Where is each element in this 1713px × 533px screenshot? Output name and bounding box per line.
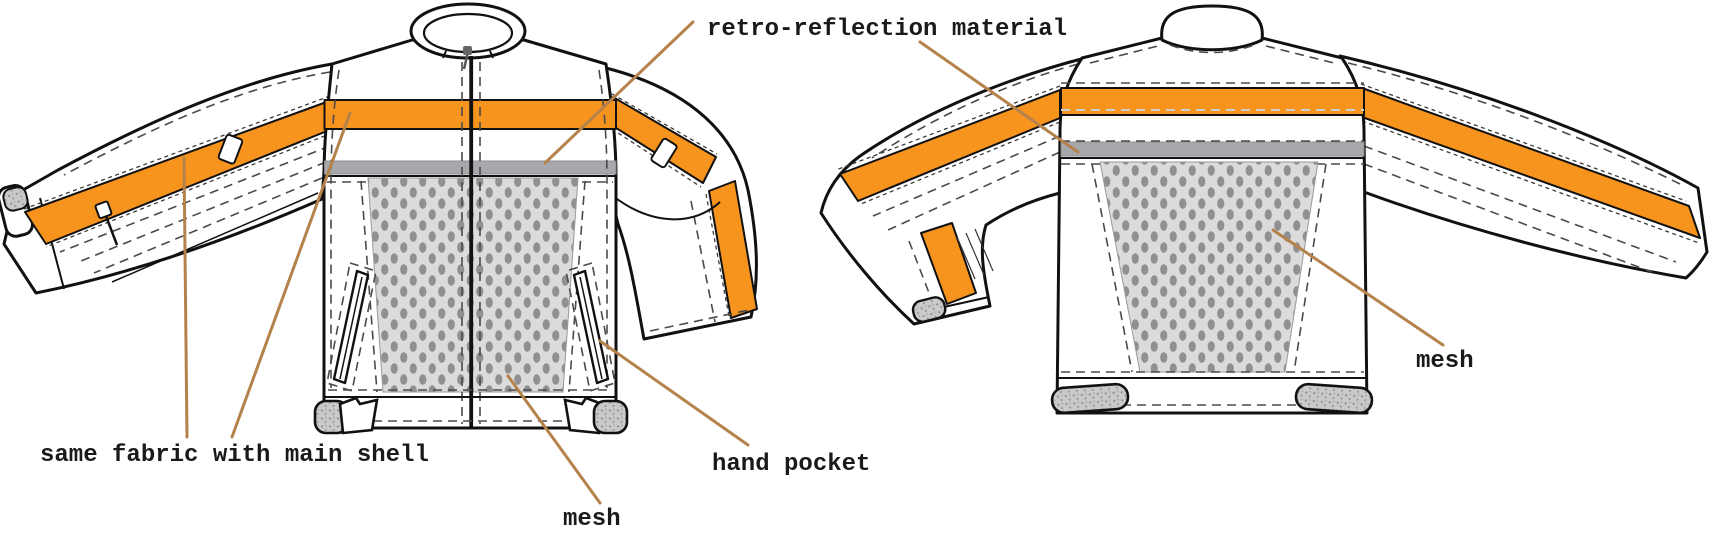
stitch-line [23, 95, 331, 210]
label-hand-pocket: hand pocket [712, 451, 870, 478]
back-right-sleeve-seam-dash [1363, 145, 1677, 263]
stitch-line [611, 93, 718, 155]
front-left-sleeve-top-stitch [63, 71, 331, 176]
back-left-elbow-fold-hatch [956, 228, 994, 280]
label-same-fabric-with-main-shell: same fabric with main shell [40, 442, 429, 469]
front-right-pocket-zip-line [579, 276, 603, 380]
front-view-illustration [0, 2, 758, 435]
label-mesh-front: mesh [563, 506, 621, 533]
leader-retro-reflection-to-front [543, 20, 695, 165]
back-mesh-edge-dash [1293, 163, 1327, 373]
front-right-elbow-seam [612, 195, 721, 221]
front-left-sleeve-stripe-tab [217, 133, 244, 165]
stitch-line [835, 85, 1061, 171]
stitch-line [705, 193, 730, 317]
back-mesh-edge-dash [1091, 163, 1133, 373]
leader-same-fabric-to-sleeve [182, 156, 189, 439]
annotations: retro-reflection material same fabric wi… [40, 16, 1474, 533]
back-right-sleeve-seam-dash [1363, 163, 1653, 273]
leader-same-fabric-to-chest [230, 111, 352, 439]
front-left-pocket-stitch [326, 261, 377, 393]
front-collar-stand-lines [442, 50, 494, 59]
front-left-pocket-zip-line [339, 276, 363, 380]
back-collar-stitch-dash [1169, 44, 1255, 54]
back-hem-grip-left [1050, 382, 1130, 415]
leader-retro-reflection-to-back [918, 40, 1080, 154]
front-right-sleeve-seam-dash [690, 200, 716, 323]
leader-mesh-back [1271, 228, 1445, 347]
front-left-sleeve-underseam [111, 192, 319, 283]
back-collar [1160, 4, 1264, 52]
back-mesh-panel [1099, 161, 1319, 373]
back-hem-grip-right [1294, 382, 1374, 415]
front-left-sleeve-seam-dash [59, 145, 331, 253]
label-mesh-back: mesh [1416, 348, 1474, 375]
front-right-pocket-stitch [565, 261, 616, 393]
back-left-sleeve-seam-dash [887, 151, 1061, 231]
stitch-line [860, 121, 1061, 205]
front-hem-toggle-left [338, 396, 379, 435]
front-side-seam-dash [330, 69, 340, 388]
front-right-sleeve-stripe-tab [650, 137, 678, 169]
back-right-sleeve-top-stitch [1347, 62, 1685, 187]
back-shoulder-seam-dash [1089, 45, 1335, 64]
front-right-cuff-dash [649, 309, 750, 332]
back-left-sleeve-top-stitch [871, 63, 1079, 159]
leader-mesh-front [506, 374, 602, 505]
front-left-sleeve-seam-dash [93, 177, 323, 274]
back-retro-reflective-stripe [1060, 141, 1365, 157]
front-left-sleeve-zip-pull [104, 215, 119, 246]
leader-hand-pocket [598, 339, 750, 447]
front-side-seam-dash [598, 69, 608, 388]
front-hem-toggle-right [563, 396, 604, 435]
front-center-zipper [469, 56, 474, 428]
front-right-forearm-orange-stripe [708, 180, 758, 319]
front-left-cuff-tab-grip [2, 186, 29, 212]
back-view-illustration [819, 4, 1709, 415]
label-retro-reflection-material: retro-reflection material [707, 16, 1067, 43]
front-mesh-edge-dash [360, 180, 378, 393]
front-zipper-slider [463, 46, 472, 55]
back-left-sleeve-seam-dash [872, 135, 1061, 217]
back-left-forearm-orange-stripe [920, 222, 977, 305]
stitch-line [45, 132, 333, 248]
back-left-cuff-grip [911, 296, 947, 323]
front-hem-grip-right [592, 399, 629, 435]
front-zipper-placket-dash [461, 62, 481, 424]
stitch-line [1360, 83, 1687, 202]
